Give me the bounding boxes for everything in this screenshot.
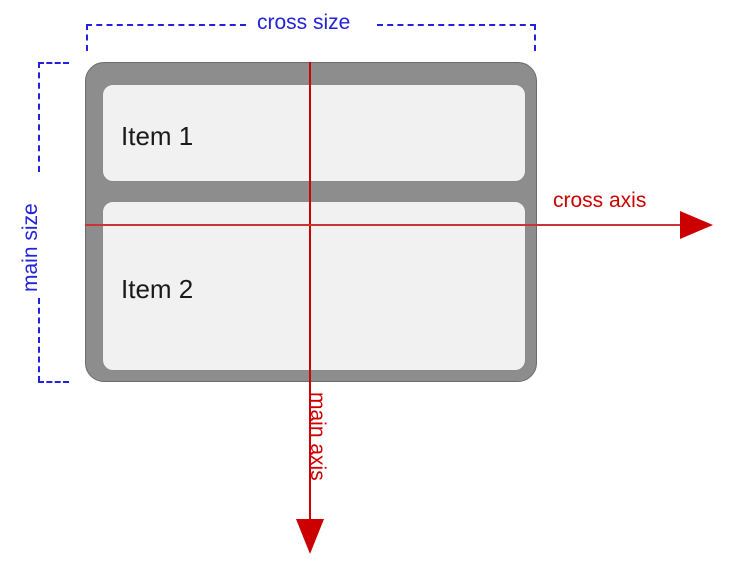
main-axis-line	[309, 62, 311, 521]
main-size-label: main size	[19, 203, 42, 292]
main-size-bracket-tick-top	[38, 62, 69, 64]
main-size-bracket-tick-bottom	[38, 381, 69, 383]
cross-axis-label: cross axis	[553, 189, 647, 212]
cross-axis-line	[85, 224, 691, 226]
cross-size-bracket-tick-right	[534, 24, 536, 51]
flex-item-1: Item 1	[102, 84, 526, 182]
cross-size-label: cross size	[257, 11, 351, 34]
flex-container: Item 1 Item 2	[85, 62, 537, 382]
flex-item-2-label: Item 2	[121, 274, 194, 304]
flex-item-1-label: Item 1	[121, 121, 194, 151]
main-axis-label: main axis	[306, 392, 329, 481]
main-size-bracket-vertical-bottom	[38, 298, 40, 382]
main-size-bracket-vertical-top	[38, 62, 40, 172]
cross-size-bracket-tick-left	[86, 24, 88, 51]
cross-axis-arrow-icon	[680, 211, 713, 239]
cross-size-bracket-top-right	[377, 24, 536, 26]
main-axis-arrow-icon	[296, 519, 324, 554]
cross-size-bracket-top-left	[86, 24, 246, 26]
flex-item-2: Item 2	[102, 201, 526, 371]
